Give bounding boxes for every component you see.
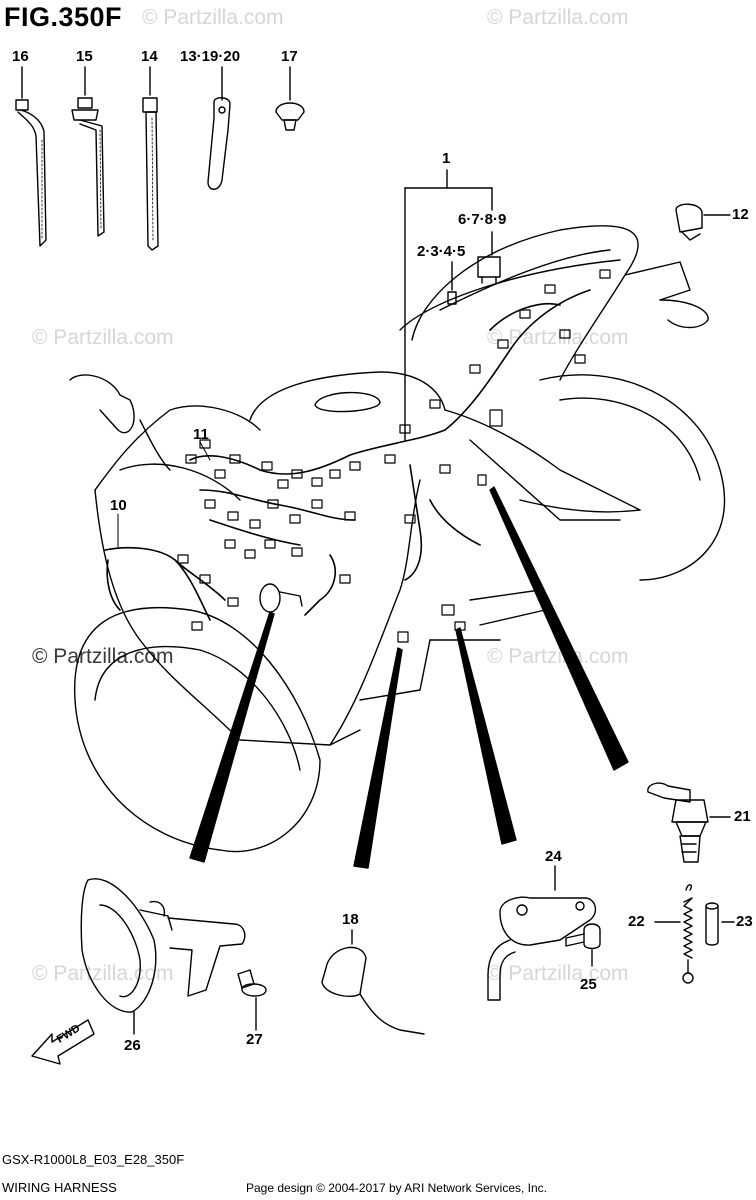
part-14-cable-tie bbox=[142, 66, 159, 251]
model-code: GSX-R1000L8_E03_E28_350F bbox=[2, 1152, 185, 1167]
callout-26: 26 bbox=[124, 1037, 141, 1054]
watermark: © Partzilla.com bbox=[487, 6, 629, 29]
horn-installed bbox=[259, 583, 303, 613]
callout-17: 17 bbox=[281, 48, 298, 65]
watermark: © Partzilla.com bbox=[32, 326, 174, 349]
callout-27: 27 bbox=[246, 1031, 263, 1048]
part-6-relay bbox=[477, 256, 501, 284]
fwd-arrow-icon bbox=[31, 1019, 95, 1065]
callout-10: 10 bbox=[110, 497, 127, 514]
part-23-tube bbox=[705, 902, 735, 946]
callout-15: 15 bbox=[76, 48, 93, 65]
watermark: © Partzilla.com bbox=[487, 645, 629, 668]
callout-6-7-8-9: 6·7·8·9 bbox=[458, 211, 507, 228]
callout-1: 1 bbox=[442, 150, 451, 167]
part-15-clamp-band bbox=[71, 66, 105, 237]
wiring-harness bbox=[104, 289, 591, 621]
figure-title: FIG.350F bbox=[4, 2, 123, 32]
harness-connectors bbox=[177, 269, 611, 643]
callout-12: 12 bbox=[732, 206, 749, 223]
part-21-switch bbox=[647, 782, 731, 863]
callout-leaders bbox=[117, 441, 211, 549]
part-16-clamp-band bbox=[15, 66, 47, 247]
callout-2-3-4-5: 2·3·4·5 bbox=[417, 243, 466, 260]
part-27-bolt bbox=[237, 969, 267, 1031]
callout-14: 14 bbox=[141, 48, 158, 65]
part-17-clip bbox=[275, 66, 305, 131]
watermark: © Partzilla.com bbox=[32, 645, 174, 668]
callout-16: 16 bbox=[12, 48, 29, 65]
motorcycle-outline bbox=[69, 225, 726, 853]
callout-11: 11 bbox=[193, 426, 209, 443]
callout-21: 21 bbox=[734, 808, 751, 825]
callout-25: 25 bbox=[580, 976, 597, 993]
part-22-spring bbox=[654, 884, 694, 984]
part-18-sensor bbox=[321, 929, 425, 1035]
diagram-name: WIRING HARNESS bbox=[2, 1180, 117, 1195]
callout-24: 24 bbox=[545, 848, 562, 865]
part-13-clamp bbox=[207, 66, 231, 190]
callout-18: 18 bbox=[342, 911, 359, 928]
part-25-bolt bbox=[565, 923, 601, 967]
callout-13-19-20: 13·19·20 bbox=[180, 48, 241, 65]
callout-22: 22 bbox=[628, 913, 645, 930]
watermark: © Partzilla.com bbox=[487, 962, 629, 985]
part-12-connector bbox=[675, 203, 731, 241]
leader-lines bbox=[189, 486, 629, 869]
part-1-bracket-lines bbox=[404, 169, 493, 441]
watermark: © Partzilla.com bbox=[487, 326, 629, 349]
copyright-credit: Page design © 2004-2017 by ARI Network S… bbox=[246, 1181, 548, 1195]
part-24-sensor-bracket bbox=[487, 865, 597, 1001]
watermark: © Partzilla.com bbox=[142, 6, 284, 29]
callout-23: 23 bbox=[736, 913, 753, 930]
part-26-horn bbox=[80, 878, 246, 1035]
